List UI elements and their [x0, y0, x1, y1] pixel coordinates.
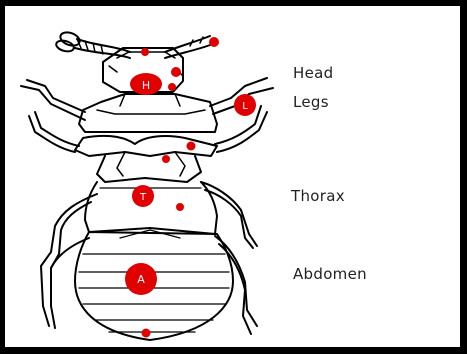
svg-text:A: A [137, 273, 145, 286]
legs-left [21, 80, 97, 328]
red-dot [142, 329, 151, 338]
red-dot [141, 48, 149, 56]
marker-head: H [130, 73, 162, 95]
red-dot [171, 67, 181, 77]
legs-right [201, 78, 273, 334]
svg-text:L: L [242, 101, 248, 112]
antenna-left [55, 30, 130, 58]
red-dot [162, 155, 170, 163]
svg-text:T: T [139, 192, 147, 203]
label-head: Head [293, 64, 333, 82]
red-dot [168, 83, 176, 91]
marker-abdomen: A [125, 263, 157, 295]
label-thorax: Thorax [291, 187, 345, 205]
diagram-panel: H L T A Head Legs Thorax Abdomen [5, 6, 460, 347]
mesothorax-shape [75, 136, 217, 182]
red-dot [176, 203, 184, 211]
prothorax-shape [79, 94, 217, 132]
red-dot [187, 142, 196, 151]
red-dot [209, 37, 219, 47]
svg-text:H: H [142, 79, 150, 92]
marker-thorax: T [132, 185, 154, 207]
insect-diagram: H L T A [5, 6, 460, 347]
label-legs: Legs [293, 93, 329, 111]
label-abdomen: Abdomen [293, 265, 367, 283]
marker-legs: L [234, 94, 256, 116]
